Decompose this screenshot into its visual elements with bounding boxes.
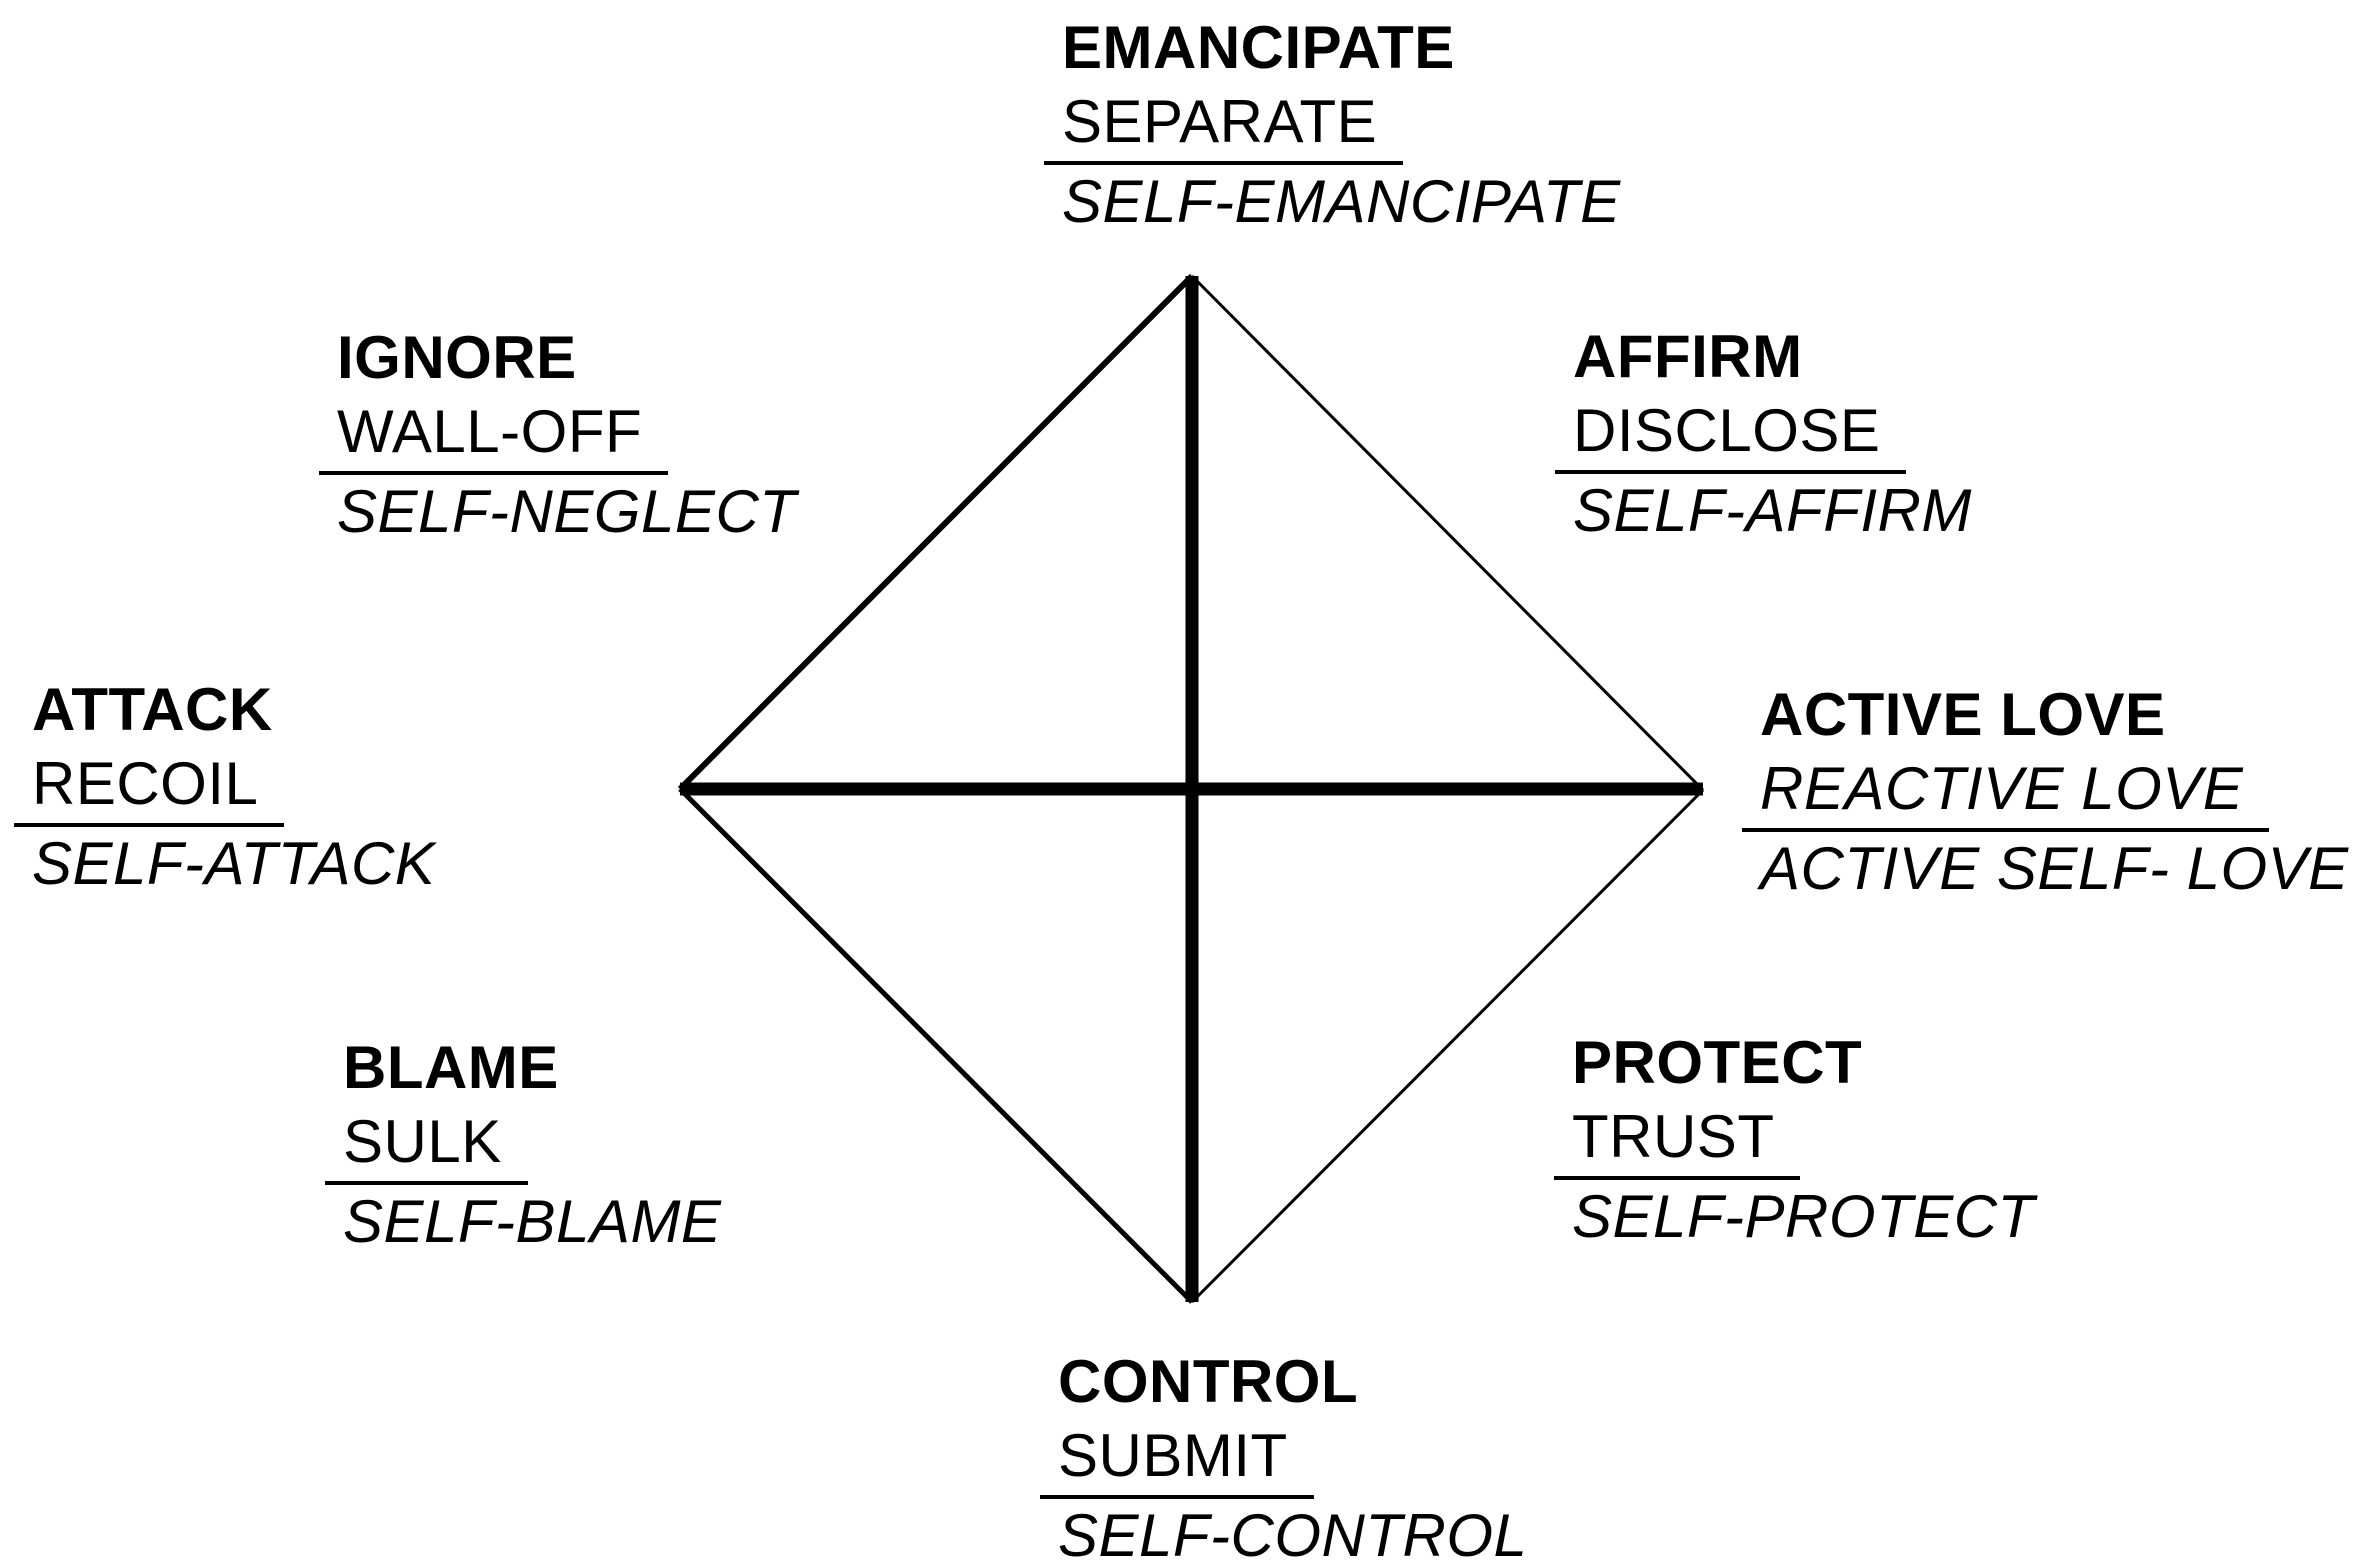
diamond-edge-bottom-right bbox=[1190, 788, 1705, 1304]
diamond-edge-bottom-left bbox=[678, 787, 1194, 1304]
octant-top-secondary-label: SEPARATE bbox=[1044, 85, 1404, 165]
octant-top: EMANCIPATE SEPARATE SELF-EMANCIPATE bbox=[1044, 11, 1621, 239]
octant-left-primary-label: ATTACK bbox=[32, 676, 273, 743]
octant-bottom-tertiary-label: SELF-CONTROL bbox=[1058, 1502, 1528, 1568]
diamond-edge-top-right bbox=[1190, 274, 1705, 792]
octant-top-right-tertiary-label: SELF-AFFIRM bbox=[1573, 477, 1972, 544]
octant-top-left-secondary-label: WALL-OFF bbox=[319, 395, 669, 475]
octant-bottom-right-tertiary-label: SELF-PROTECT bbox=[1572, 1183, 2035, 1250]
octant-top-right-primary-label: AFFIRM bbox=[1573, 323, 1803, 390]
octant-left-secondary-label: RECOIL bbox=[14, 747, 285, 827]
diamond-edge-top-left bbox=[677, 273, 1195, 792]
octant-right: ACTIVE LOVE REACTIVE LOVE ACTIVE SELF- L… bbox=[1742, 678, 2349, 906]
octant-bottom-right: PROTECT TRUST SELF-PROTECT bbox=[1554, 1026, 2035, 1254]
octant-bottom-secondary-label: SUBMIT bbox=[1040, 1419, 1314, 1499]
octant-top-left-primary-label: IGNORE bbox=[337, 324, 577, 391]
octant-top-tertiary-label: SELF-EMANCIPATE bbox=[1062, 168, 1621, 235]
octant-bottom-right-secondary-label: TRUST bbox=[1554, 1100, 1801, 1180]
octant-bottom-primary-label: CONTROL bbox=[1058, 1348, 1359, 1415]
octant-top-left: IGNORE WALL-OFF SELF-NEGLECT bbox=[319, 321, 797, 549]
octant-right-tertiary-label: ACTIVE SELF- LOVE bbox=[1760, 835, 2349, 902]
octant-right-primary-label: ACTIVE LOVE bbox=[1760, 681, 2166, 748]
octant-bottom-left-primary-label: BLAME bbox=[343, 1034, 559, 1101]
octant-top-left-tertiary-label: SELF-NEGLECT bbox=[337, 478, 797, 545]
octant-bottom-left: BLAME SULK SELF-BLAME bbox=[325, 1031, 722, 1259]
octant-bottom: CONTROL SUBMIT SELF-CONTROL bbox=[1040, 1345, 1528, 1568]
octant-top-primary-label: EMANCIPATE bbox=[1062, 14, 1455, 81]
octant-left: ATTACK RECOIL SELF-ATTACK bbox=[14, 673, 436, 901]
octant-left-tertiary-label: SELF-ATTACK bbox=[32, 830, 436, 897]
octant-bottom-left-secondary-label: SULK bbox=[325, 1105, 528, 1185]
octant-bottom-right-primary-label: PROTECT bbox=[1572, 1029, 1863, 1096]
octant-bottom-left-tertiary-label: SELF-BLAME bbox=[343, 1188, 722, 1255]
octant-top-right-secondary-label: DISCLOSE bbox=[1555, 394, 1907, 474]
octant-top-right: AFFIRM DISCLOSE SELF-AFFIRM bbox=[1555, 320, 1972, 548]
octant-right-secondary-label: REACTIVE LOVE bbox=[1742, 752, 2270, 832]
